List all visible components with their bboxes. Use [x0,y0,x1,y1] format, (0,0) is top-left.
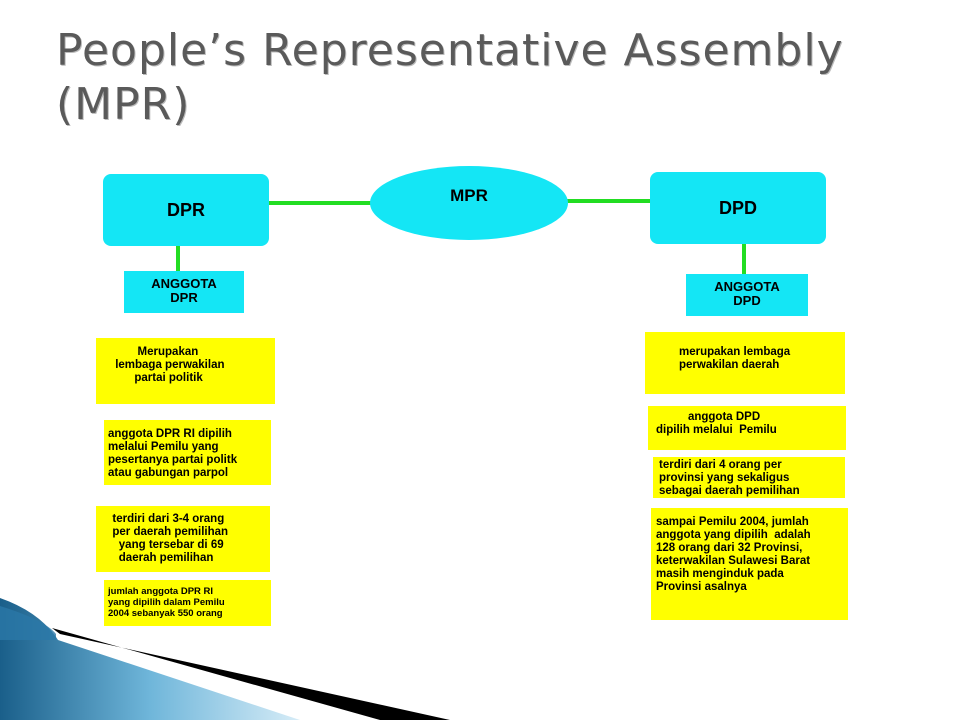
dpd-note-1: merupakan lembaga perwakilan daerah [645,332,845,394]
dpr-note-1: Merupakan lembaga perwakilan partai poli… [96,338,275,404]
slide-title: People’s Representative Assembly (MPR) [56,25,844,130]
mpr-ellipse: MPR [370,166,568,240]
dpd-note-3: terdiri dari 4 orang per provinsi yang s… [653,457,845,498]
dpr-note-4: jumlah anggota DPR RI yang dipilih dalam… [104,580,271,626]
dpr-label: DPR [166,199,205,220]
connector-dpd-member [742,242,746,274]
dpr-note-3: terdiri dari 3-4 orang per daerah pemili… [96,506,270,572]
dpr-box: DPR [103,174,269,246]
connector-dpr-mpr [268,201,372,205]
dpr-member-box: ANGGOTA DPR [124,271,244,313]
dpd-note-2: anggota DPD dipilih melalui Pemilu [648,406,846,450]
dpd-box: DPD [650,172,826,244]
dpd-member-box: ANGGOTA DPD [686,274,808,316]
mpr-label: MPR [450,186,488,205]
connector-mpr-dpd [566,199,652,203]
connector-dpr-member [176,245,180,271]
dpd-note-4: sampai Pemilu 2004, jumlah anggota yang … [651,508,848,620]
dpd-label: DPD [718,197,757,218]
dpr-note-2: anggota DPR RI dipilih melalui Pemilu ya… [104,420,271,485]
